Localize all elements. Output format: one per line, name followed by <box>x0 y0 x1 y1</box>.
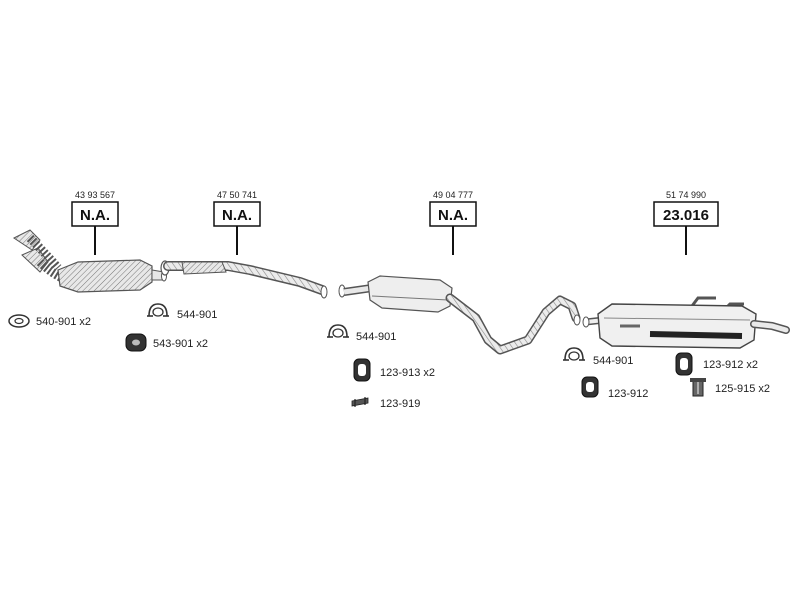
assembly-number: 43 93 567 <box>75 190 115 200</box>
price-label: 23.016 <box>663 207 709 224</box>
catalytic-converter-front-pipe <box>13 229 167 293</box>
mounting-bolt-icon <box>690 378 706 397</box>
intermediate-pipe <box>160 260 328 299</box>
rear-silencer <box>582 296 790 349</box>
part-label: 544-901 <box>356 331 396 343</box>
part-label: 123-912 <box>608 388 648 400</box>
assembly-label-2: 47 50 741 N.A. <box>213 190 261 255</box>
rubber-mount-icon <box>125 333 147 352</box>
hanger-ring-icon <box>675 352 693 376</box>
price-label: N.A. <box>80 207 110 224</box>
part-label: 543-901 x2 <box>153 338 208 350</box>
price-label: N.A. <box>222 207 252 224</box>
gasket-ring-icon <box>8 314 30 328</box>
assembly-label-4: 51 74 990 23.016 <box>653 190 719 255</box>
assembly-number: 51 74 990 <box>666 190 706 200</box>
price-label: N.A. <box>438 207 468 224</box>
assembly-number: 49 04 777 <box>433 190 473 200</box>
clamp-icon <box>147 303 169 317</box>
clamp-icon <box>563 347 585 361</box>
part-label: 544-901 <box>593 355 633 367</box>
price-box <box>429 201 477 227</box>
center-silencer <box>338 275 581 355</box>
part-label: 544-901 <box>177 309 217 321</box>
part-label: 123-913 x2 <box>380 367 435 379</box>
clamp-icon <box>327 324 349 338</box>
assembly-label-3: 49 04 777 N.A. <box>429 190 477 255</box>
part-label: 123-912 x2 <box>703 359 758 371</box>
hanger-ring-icon <box>581 376 599 398</box>
part-label: 125-915 x2 <box>715 383 770 395</box>
price-box <box>213 201 261 227</box>
assembly-number: 47 50 741 <box>217 190 257 200</box>
part-label: 540-901 x2 <box>36 316 91 328</box>
part-label: 123-919 <box>380 398 420 410</box>
bracket-icon <box>351 397 369 407</box>
hanger-ring-icon <box>353 358 371 382</box>
assembly-label-1: 43 93 567 N.A. <box>71 190 119 255</box>
